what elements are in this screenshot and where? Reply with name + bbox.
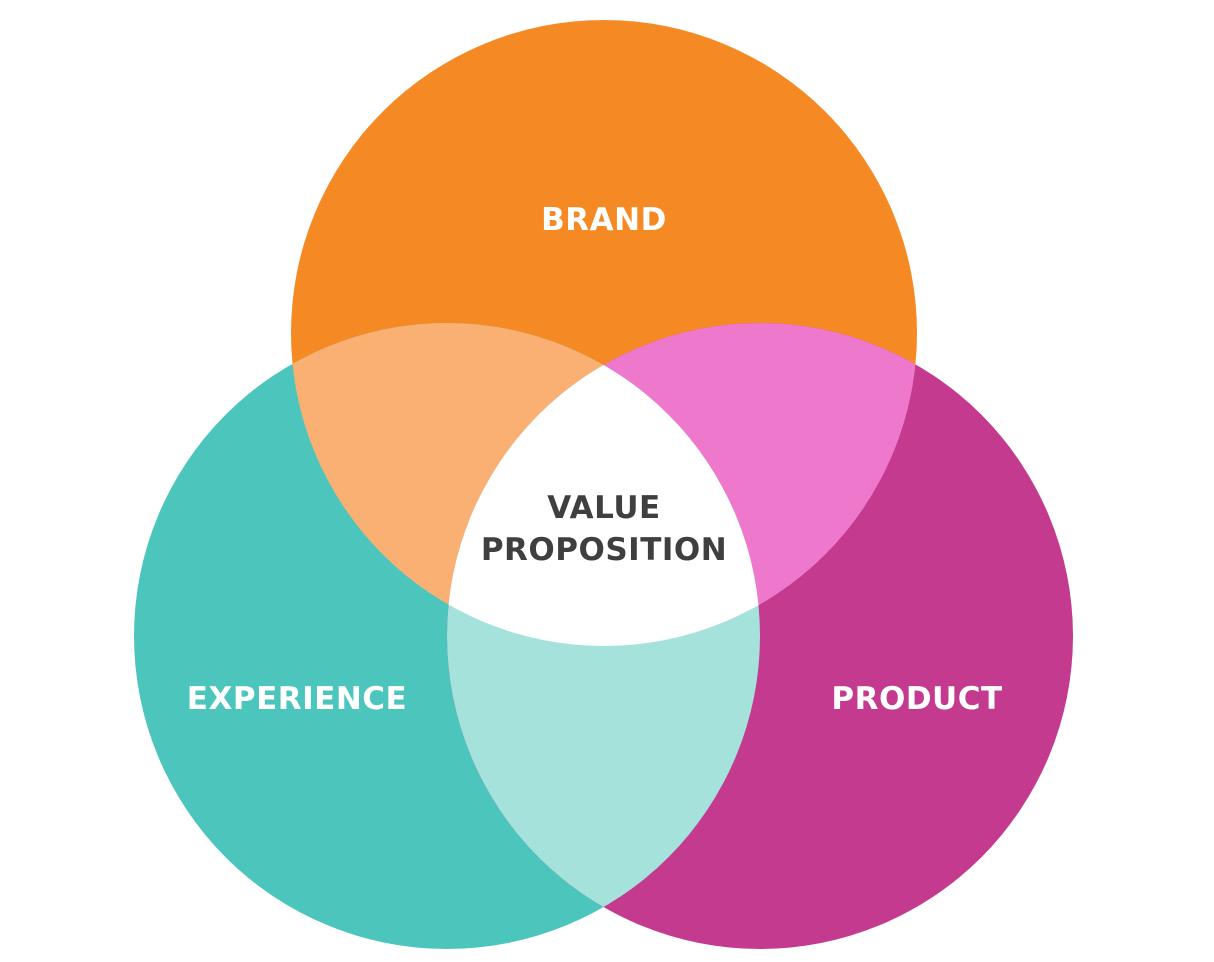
- value-label-line2: PROPOSITION: [481, 532, 727, 568]
- experience-label: EXPERIENCE: [187, 681, 407, 717]
- product-label: PRODUCT: [831, 681, 1002, 717]
- brand-label: BRAND: [541, 202, 667, 238]
- value-label-line1: VALUE: [547, 490, 660, 526]
- value-proposition-overlap: [447, 323, 760, 646]
